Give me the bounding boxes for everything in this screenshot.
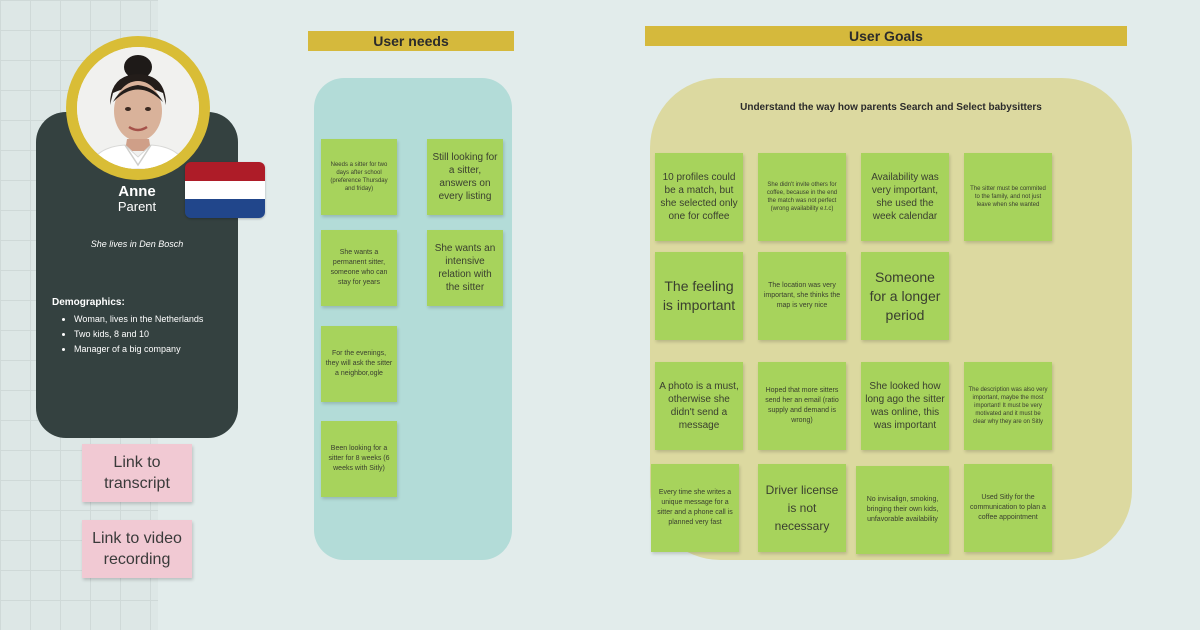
needs-sticky-note[interactable]: For the evenings, they will ask the sitt… (321, 326, 397, 402)
goals-sticky-note[interactable]: A photo is a must, otherwise she didn't … (655, 362, 743, 450)
video-recording-link[interactable]: Link to video recording (82, 520, 192, 578)
demographics-list: Woman, lives in the Netherlands Two kids… (52, 312, 244, 357)
flag-stripe-blue (185, 199, 265, 218)
goals-sticky-note[interactable]: Hoped that more sitters send her an emai… (758, 362, 846, 450)
goals-sticky-note[interactable]: The feeling is important (655, 252, 743, 340)
flag-stripe-white (185, 180, 265, 200)
avatar-portrait (77, 47, 199, 169)
user-goals-subtitle: Understand the way how parents Search an… (740, 102, 1042, 113)
user-goals-header: User Goals (645, 26, 1127, 46)
goals-sticky-note[interactable]: She didn't invite others for coffee, bec… (758, 153, 846, 241)
demographics-item: Woman, lives in the Netherlands (74, 312, 244, 327)
goals-sticky-note[interactable]: Someone for a longer period (861, 252, 949, 340)
flag-stripe-red (185, 162, 265, 181)
persona-name: Anne (118, 183, 156, 200)
needs-sticky-note[interactable]: Still looking for a sitter, answers on e… (427, 139, 503, 215)
needs-sticky-note[interactable]: She wants an intensive relation with the… (427, 230, 503, 306)
avatar (77, 47, 199, 169)
demographics-title: Demographics: (52, 297, 125, 308)
goals-sticky-note[interactable]: The description was also very important,… (964, 362, 1052, 450)
avatar-ring (66, 36, 210, 180)
goals-sticky-note[interactable]: The sitter must be commited to the famil… (964, 153, 1052, 241)
goals-sticky-note[interactable]: Driver license is not necessary (758, 464, 846, 552)
goals-sticky-note[interactable]: The location was very important, she thi… (758, 252, 846, 340)
transcript-link[interactable]: Link to transcript (82, 444, 192, 502)
goals-sticky-note[interactable]: Availability was very important, she use… (861, 153, 949, 241)
goals-sticky-note[interactable]: 10 profiles could be a match, but she se… (655, 153, 743, 241)
goals-sticky-note[interactable]: Every time she writes a unique message f… (651, 464, 739, 552)
demographics-item: Two kids, 8 and 10 (74, 327, 244, 342)
goals-sticky-note[interactable]: She looked how long ago the sitter was o… (861, 362, 949, 450)
needs-sticky-note[interactable]: Been looking for a sitter for 8 weeks (6… (321, 421, 397, 497)
goals-sticky-note[interactable]: No invisalign, smoking, bringing their o… (856, 466, 949, 554)
persona-location: She lives in Den Bosch (90, 239, 184, 249)
netherlands-flag-icon (185, 162, 265, 218)
goals-sticky-note[interactable]: Used Sitly for the communication to plan… (964, 464, 1052, 552)
user-needs-header: User needs (308, 31, 514, 51)
demographics-item: Manager of a big company (74, 342, 244, 357)
needs-sticky-note[interactable]: Needs a sitter for two days after school… (321, 139, 397, 215)
persona-role: Parent (117, 199, 157, 214)
needs-sticky-note[interactable]: She wants a permanent sitter, someone wh… (321, 230, 397, 306)
